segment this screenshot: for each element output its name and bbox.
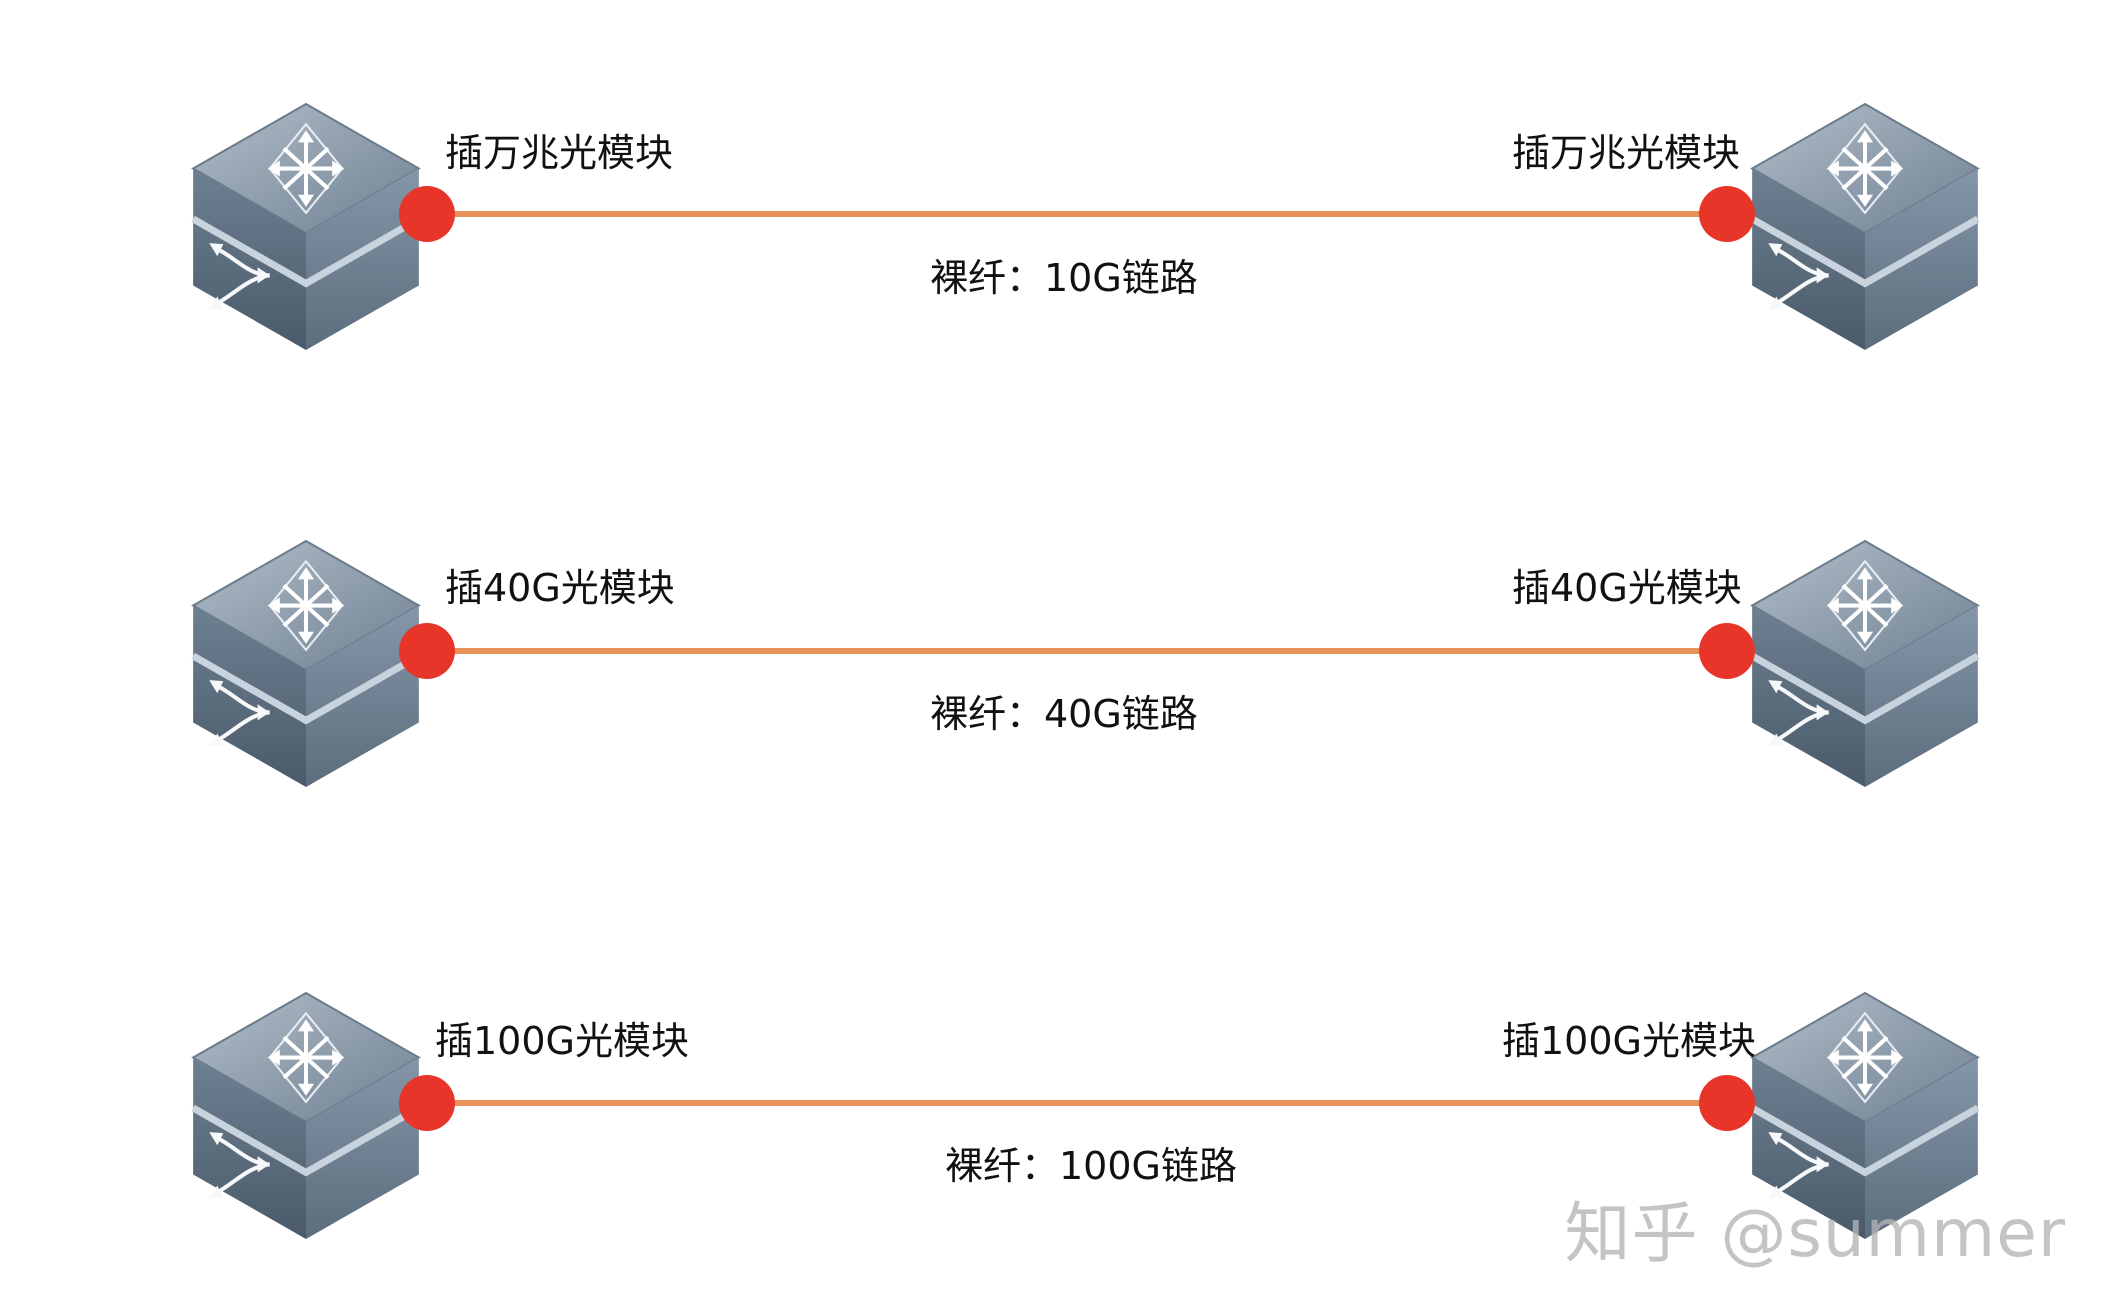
right-switch-icon	[1752, 541, 1978, 787]
right-switch-icon	[1752, 104, 1978, 350]
left-module-label: 插40G光模块	[445, 566, 675, 610]
watermark-text: 知乎 @summer	[1564, 1195, 2066, 1272]
left-switch-icon	[193, 993, 419, 1239]
left-port-dot	[399, 1075, 455, 1131]
link-label: 裸纤：100G链路	[945, 1144, 1237, 1188]
link-label: 裸纤：40G链路	[930, 692, 1198, 736]
link-row-2	[193, 541, 1978, 787]
right-module-label: 插40G光模块	[1512, 566, 1742, 610]
right-port-dot	[1699, 186, 1755, 242]
link-row-1	[193, 104, 1978, 350]
left-switch-icon	[193, 104, 419, 350]
left-module-label: 插100G光模块	[435, 1019, 689, 1063]
right-module-label: 插万兆光模块	[1512, 131, 1741, 175]
right-port-dot	[1699, 1075, 1755, 1131]
right-port-dot	[1699, 623, 1755, 679]
link-row-3	[193, 993, 1978, 1239]
left-switch-icon	[193, 541, 419, 787]
left-port-dot	[399, 623, 455, 679]
left-port-dot	[399, 186, 455, 242]
link-label: 裸纤：10G链路	[930, 256, 1198, 300]
right-module-label: 插100G光模块	[1502, 1019, 1756, 1063]
left-module-label: 插万兆光模块	[445, 131, 674, 175]
